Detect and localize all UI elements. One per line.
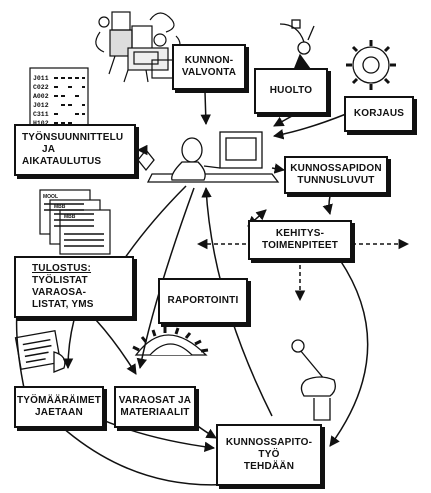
- arrow-huolto-to-planner: [273, 115, 293, 127]
- clipboard-text-2: MBB: [54, 204, 66, 210]
- varaosat-box: VARAOSAT JA MATERIAALIT: [114, 386, 196, 428]
- tyonsuunnittelu-box: TYÖNSUUNNITTELU JA AIKATAULUTUS: [14, 124, 136, 176]
- gear-icon: [346, 40, 396, 90]
- tulostus-line-2: TYÖLISTAT: [32, 275, 88, 286]
- kunnossapitotyo-line-1: KUNNOSSAPITO-: [225, 437, 313, 448]
- gear-parts-icon: [132, 327, 209, 356]
- tyonsuunnittelu-line-2: JA: [42, 144, 56, 155]
- tunnusluvut-line-2: TUNNUSLUVUT: [297, 175, 375, 186]
- kunnonvalvonta-box: KUNNON- VALVONTA: [172, 44, 246, 90]
- codes-text: J011 C022 A002 J012 C311 H102: [33, 75, 53, 127]
- clipboard-text-3: MBB: [64, 214, 76, 220]
- kunnossapitotyo-line-2: TYÖ: [258, 449, 280, 460]
- tulostus-line-3: VARAOSA-: [32, 287, 87, 298]
- kunnossapitotyo-line-3: TEHDÄÄN: [243, 461, 295, 472]
- code-list-illustration: J011 C022 A002 J012 C311 H102: [29, 67, 89, 133]
- huolto-label: HUOLTO: [269, 85, 313, 96]
- tulostus-line-4: LISTAT, YMS: [32, 299, 94, 310]
- kunnonvalvonta-line-2: VALVONTA: [181, 67, 237, 78]
- kehitys-line-2: TOIMENPITEET: [261, 240, 339, 251]
- raportointi-label: RAPORTOINTI: [167, 295, 239, 306]
- tyonsuunnittelu-line-1: TYÖNSUUNNITTELU: [22, 132, 124, 143]
- raportointi-box: RAPORTOINTI: [158, 278, 248, 324]
- arrow-tulostus-to-tyomaaraimet: [62, 319, 75, 370]
- planner-at-desk-illustration: [137, 131, 280, 183]
- kehitystoimenpiteet-box: KEHITYS- TOIMENPITEET: [248, 220, 352, 260]
- kunnonvalvonta-line-1: KUNNON-: [184, 55, 234, 66]
- tunnusluvut-box: KUNNOSSAPIDON TUNNUSLUVUT: [284, 156, 388, 194]
- tyomaaraimet-line-1: TYÖMÄÄRÄIMET: [16, 395, 102, 406]
- varaosat-line-1: VARAOSAT JA: [118, 395, 192, 406]
- clipboard-text-1: MOOL: [43, 194, 58, 200]
- korjaus-label: KORJAUS: [353, 108, 405, 119]
- tunnusluvut-line-1: KUNNOSSAPIDON: [290, 163, 382, 174]
- tulostus-line-1: TULOSTUS:: [32, 263, 92, 274]
- korjaus-box: KORJAUS: [344, 96, 414, 132]
- arrow-planner-to-tunnusluvut: [271, 163, 286, 174]
- tyonsuunnittelu-line-3: AIKATAULUTUS: [22, 156, 102, 167]
- arrow-korjaus-to-planner: [272, 113, 347, 140]
- tulostus-box: TULOSTUS: TYÖLISTAT VARAOSA- LISTAT, YMS: [14, 256, 134, 318]
- printed-lists-illustration: MOOL MBB MBB: [39, 189, 111, 255]
- tyomaaraimet-box: TYÖMÄÄRÄIMET JAETAAN: [14, 386, 104, 428]
- machinery-illustration: [95, 11, 181, 83]
- kunnossapitotyo-box: KUNNOSSAPITO- TYÖ TEHDÄÄN: [216, 424, 322, 486]
- arrow-tulostus-to-varaosat: [95, 319, 137, 375]
- kehitys-line-1: KEHITYS-: [275, 228, 325, 239]
- arrow-kunnonvalvonta-to-planner: [200, 91, 211, 126]
- arrow-tunnusluvut-to-kehitys: [322, 195, 333, 216]
- varaosat-line-2: MATERIAALIT: [120, 407, 190, 418]
- tyomaaraimet-line-2: JAETAAN: [35, 407, 83, 418]
- hand-with-wrench-illustration: [291, 339, 336, 421]
- huolto-box: HUOLTO: [254, 68, 328, 114]
- arrow-kehitys-to-tyo: [329, 259, 369, 447]
- work-order-illustration: [14, 330, 66, 373]
